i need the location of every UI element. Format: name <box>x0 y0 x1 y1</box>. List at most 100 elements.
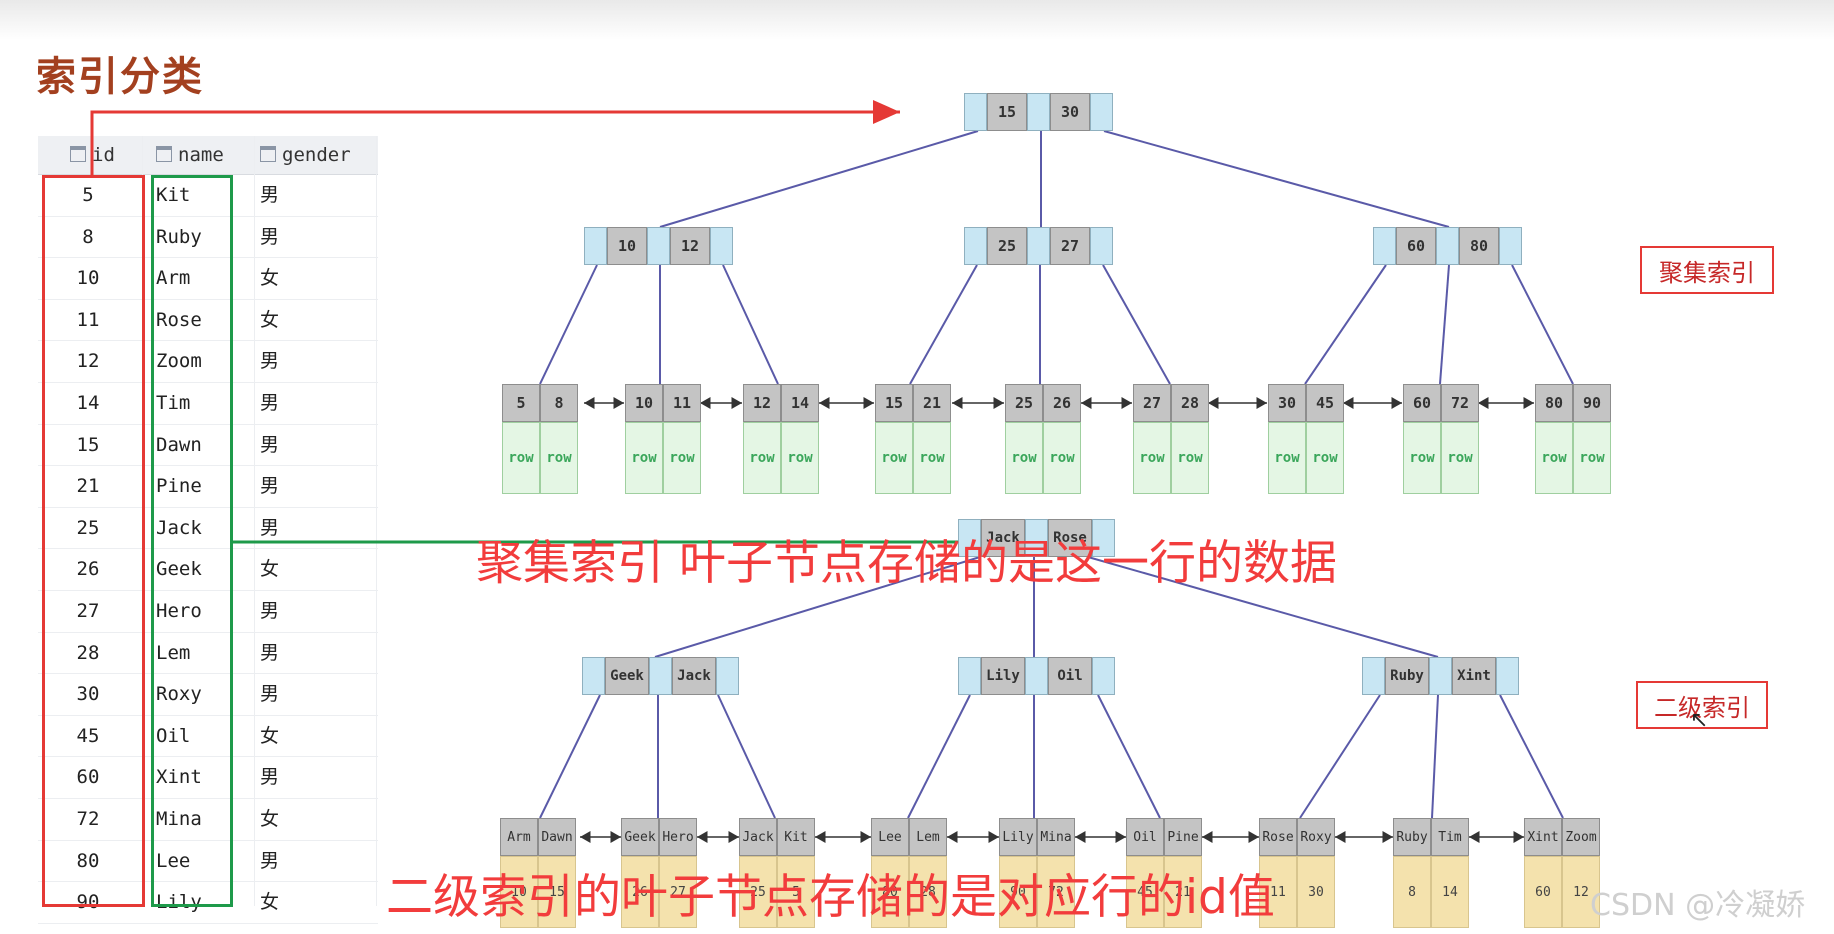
cell-name: Mina <box>156 807 202 830</box>
node-key: Oil <box>1048 657 1092 695</box>
column-icon <box>260 146 276 162</box>
leaf-key: Hero <box>659 818 697 856</box>
cell-id: 90 <box>76 891 100 914</box>
column-header-id[interactable]: id <box>70 136 115 174</box>
leaf-key: Zoom <box>1562 818 1600 856</box>
leaf-row-data: row <box>743 422 781 494</box>
leaf-id-value: 28 <box>909 856 947 928</box>
cell-name: Hero <box>156 599 202 622</box>
leaf-key: Lee <box>871 818 909 856</box>
cell-name: Kit <box>156 184 191 206</box>
leaf-key: 90 <box>1573 384 1611 422</box>
leaf-row-data: row <box>913 422 951 494</box>
leaf-key: Roxy <box>1297 818 1335 856</box>
cell-id: 8 <box>82 225 94 248</box>
cell-id: 10 <box>76 267 100 290</box>
cell-name: Tim <box>156 391 191 414</box>
cell-gender: 女 <box>260 308 280 331</box>
table-row[interactable]: 14 Tim 男 <box>38 383 378 425</box>
cell-gender: 男 <box>260 849 280 872</box>
leaf-key: Geek <box>621 818 659 856</box>
cell-id: 45 <box>76 724 100 747</box>
leaf-row-data: row <box>1268 422 1306 494</box>
node-key: Ruby <box>1385 657 1429 695</box>
column-header-gender[interactable]: gender <box>260 136 351 174</box>
leaf-key: Kit <box>777 818 815 856</box>
leaf-id-value: 30 <box>1297 856 1335 928</box>
cell-gender: 男 <box>260 391 280 414</box>
leaf-row-data: row <box>1403 422 1441 494</box>
cell-name: Pine <box>156 475 202 498</box>
leaf-row-data: row <box>1171 422 1209 494</box>
id-column-highlight <box>42 175 145 907</box>
node-key: 30 <box>1050 93 1090 131</box>
node-key: Jack <box>981 519 1025 557</box>
leaf-row-data: row <box>781 422 819 494</box>
cell-id: 11 <box>76 308 100 331</box>
leaf-id-value: 5 <box>777 856 815 928</box>
node-key: Xint <box>1452 657 1496 695</box>
cell-name: Ruby <box>156 225 202 248</box>
column-header-name[interactable]: name <box>156 136 224 174</box>
cell-id: 60 <box>76 766 100 789</box>
cell-gender: 男 <box>260 516 280 539</box>
leaf-id-value: 15 <box>538 856 576 928</box>
leaf-key: Rose <box>1259 818 1297 856</box>
watermark: CSDN @冷凝娇 <box>1590 888 1806 923</box>
node-key: 12 <box>670 227 710 265</box>
leaf-key: 45 <box>1306 384 1344 422</box>
table-row[interactable]: 60 Xint 男 <box>38 757 378 799</box>
cell-name: Xint <box>156 766 202 789</box>
leaf-key: Tim <box>1431 818 1469 856</box>
cell-id: 15 <box>76 433 100 456</box>
clustered-index-tag: 聚集索引 <box>1640 246 1774 294</box>
node-key: Rose <box>1048 519 1092 557</box>
cell-gender: 男 <box>260 766 280 789</box>
leaf-key: Ruby <box>1393 818 1431 856</box>
node-key: 27 <box>1050 227 1090 265</box>
node-key: Jack <box>672 657 716 695</box>
column-icon <box>156 146 172 162</box>
cell-id: 25 <box>76 516 100 539</box>
cell-id: 14 <box>76 391 100 414</box>
node-key: Lily <box>981 657 1025 695</box>
secondary-internal-node: Lily Oil <box>958 657 1115 695</box>
